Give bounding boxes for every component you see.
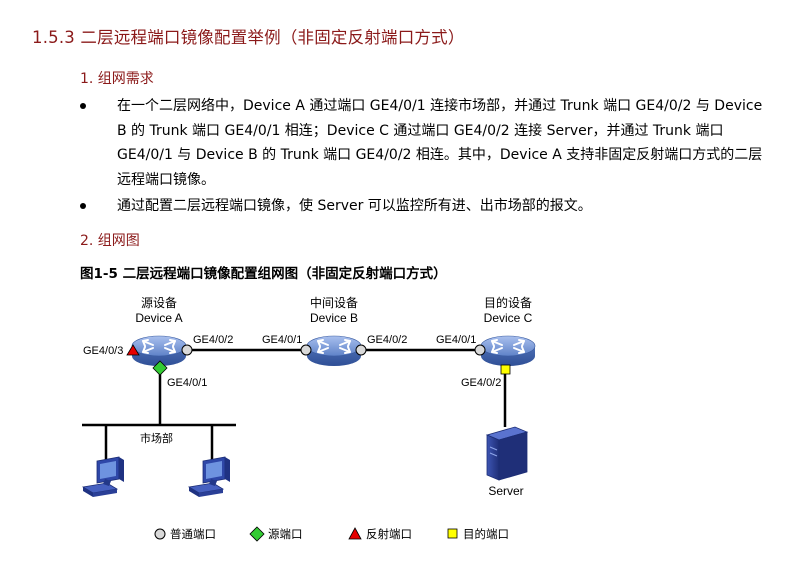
dest-port-icon (500, 364, 511, 375)
legend-dest-icon (447, 528, 458, 539)
bullet-text: 通过配置二层远程端口镜像，使 Server 可以监控所有进、出市场部的报文。 (117, 198, 592, 214)
pc-icon (82, 456, 125, 498)
legend-source-label: 源端口 (268, 527, 303, 541)
device-c-name: Device C (484, 311, 533, 325)
device-a-name: Device A (135, 311, 182, 325)
legend-dest-label: 目的端口 (463, 527, 509, 541)
port-normal-icon (355, 344, 367, 356)
device-b-name: Device B (310, 311, 358, 325)
switch-icon (306, 335, 362, 367)
server: Server (485, 426, 529, 498)
legend-source-icon (249, 526, 265, 542)
port-label: GE4/0/1 (262, 334, 302, 346)
device-b: 中间设备 Device B (306, 295, 362, 367)
bullet-icon (80, 103, 86, 109)
legend-reflect-icon (348, 527, 362, 540)
section-title: 1.5.3 二层远程端口镜像配置举例（非固定反射端口方式） (32, 28, 465, 47)
source-port-icon (152, 360, 168, 376)
requirements-heading: 1. 组网需求 (80, 71, 154, 87)
legend-normal-label: 普通端口 (170, 527, 216, 541)
device-c-role: 目的设备 (484, 295, 532, 310)
port-label: GE4/0/2 (367, 334, 407, 346)
reflect-port-icon (126, 344, 140, 356)
diagram-heading: 2. 组网图 (80, 233, 140, 249)
legend-normal-icon (154, 528, 166, 540)
port-label: GE4/0/3 (83, 345, 123, 357)
lan-label: 市场部 (140, 431, 173, 445)
pc-icon (188, 456, 231, 498)
figure-caption: 图1-5 二层远程端口镜像配置组网图（非固定反射端口方式） (80, 266, 447, 282)
list-item: 通过配置二层远程端口镜像，使 Server 可以监控所有进、出市场部的报文。 (80, 194, 770, 219)
port-label: GE4/0/2 (461, 377, 501, 389)
port-label: GE4/0/2 (193, 334, 233, 346)
device-a-role: 源设备 (141, 296, 177, 310)
list-item: 在一个二层网络中，Device A 通过端口 GE4/0/1 连接市场部，并通过… (80, 94, 770, 192)
port-label: GE4/0/1 (436, 334, 476, 346)
server-icon (485, 426, 529, 481)
port-normal-icon (300, 344, 312, 356)
bullet-icon (80, 203, 86, 209)
port-label: GE4/0/1 (167, 377, 207, 389)
bullet-text: 在一个二层网络中，Device A 通过端口 GE4/0/1 连接市场部，并通过… (117, 98, 763, 188)
switch-icon (480, 335, 536, 367)
port-normal-icon (181, 344, 193, 356)
legend-reflect-label: 反射端口 (366, 527, 412, 541)
device-a: 源设备 Device A (131, 296, 187, 367)
network-diagram: 源设备 Device A 中间设备 Device B 目的设备 Device C… (82, 295, 536, 542)
device-b-role: 中间设备 (310, 295, 358, 310)
port-normal-icon (474, 344, 486, 356)
requirements-list: 在一个二层网络中，Device A 通过端口 GE4/0/1 连接市场部，并通过… (80, 94, 770, 219)
legend: 普通端口 源端口 反射端口 目的端口 (154, 526, 509, 542)
device-c: 目的设备 Device C (480, 295, 536, 367)
server-label: Server (488, 484, 523, 498)
